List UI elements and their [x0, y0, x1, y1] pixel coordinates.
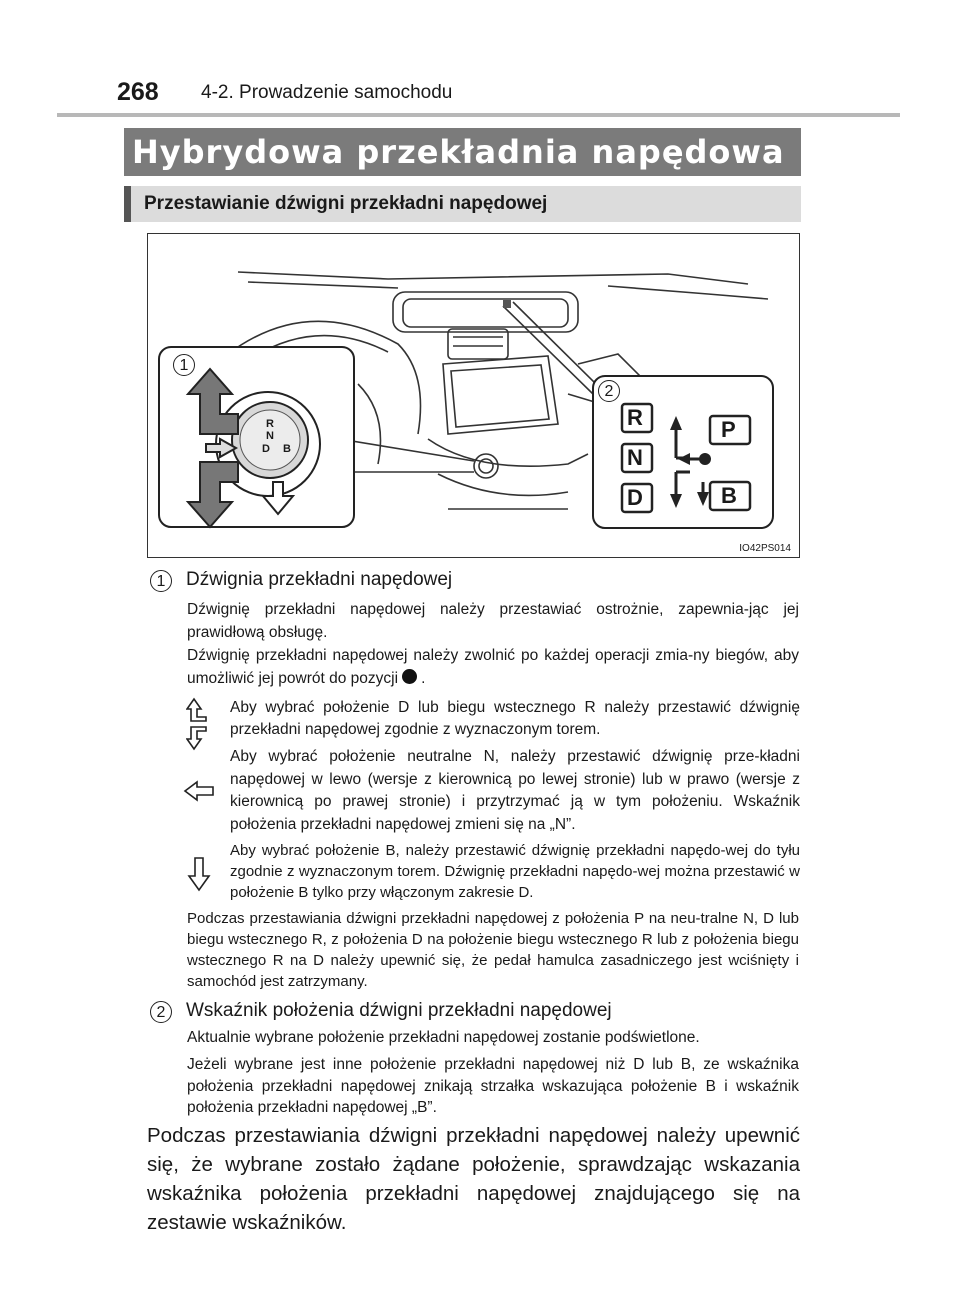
knob-label-r: R [266, 418, 274, 430]
page-title: Hybrydowa przekładnia napędowa [124, 128, 801, 176]
item-2-paragraph-2: Jeżeli wybrane jest inne położenie przek… [187, 1056, 799, 1116]
section-name: 4-2. Prowadzenie samochodu [201, 82, 453, 103]
bullet-n-text: Aby wybrać położenie neutralne N, należy… [230, 748, 800, 833]
indicator-r: R [627, 405, 643, 430]
figure-callout-2: 2 [598, 380, 620, 402]
knob-label-b: B [283, 443, 291, 455]
bullet-b-text: Aby wybrać położenie B, należy przestawi… [230, 842, 800, 901]
item-1-paragraph-1: Dźwignię przekładni napędowej należy prz… [187, 601, 799, 641]
figure-callout-1: 1 [173, 354, 195, 376]
item-2-paragraph-1: Aktualnie wybrane położenie przekładni n… [187, 1029, 700, 1046]
item-1-paragraph-2-end: . [421, 670, 426, 687]
knob-detail [215, 391, 321, 497]
indicator-n: N [627, 445, 643, 470]
shift-lever-illustration: 1 2 R N D B R N D P B IO42PS014 [147, 233, 800, 558]
item-1-number: 1 [150, 570, 172, 592]
dashboard-drawing [158, 271, 774, 529]
indicator-p: P [721, 417, 736, 442]
item-1-title: Dźwignia przekładni napędowej [186, 569, 453, 590]
path-arrow-icon [186, 697, 207, 751]
item-1-paragraph-3: Podczas przestawiania dźwigni przekładni… [187, 910, 799, 990]
knob-label-d: D [262, 443, 270, 455]
bullet-r-text: Aby wybrać położenie D lub biegu wsteczn… [230, 699, 800, 738]
section-subtitle: Przestawianie dźwigni przekładni napędow… [124, 186, 801, 222]
item-2-number: 2 [150, 1001, 172, 1023]
header-divider [57, 113, 900, 117]
page-number: 268 [117, 78, 159, 106]
item-2-title: Wskaźnik położenia dźwigni przekładni na… [186, 1000, 612, 1021]
knob-label-n: N [266, 430, 274, 442]
item-1-paragraph-2-text: Dźwignię przekładni napędowej należy zwo… [187, 647, 799, 687]
figure-code: IO42PS014 [739, 543, 791, 554]
indicator-b: B [721, 483, 737, 508]
indicator-d: D [627, 485, 643, 510]
closing-paragraph: Podczas przestawiania dźwigni przekładni… [147, 1124, 800, 1234]
position-dot-icon [402, 669, 418, 684]
left-arrow-icon [183, 780, 214, 802]
item-1-paragraph-2: Dźwignię przekładni napędowej należy zwo… [187, 644, 799, 690]
down-arrow-icon [187, 857, 211, 892]
